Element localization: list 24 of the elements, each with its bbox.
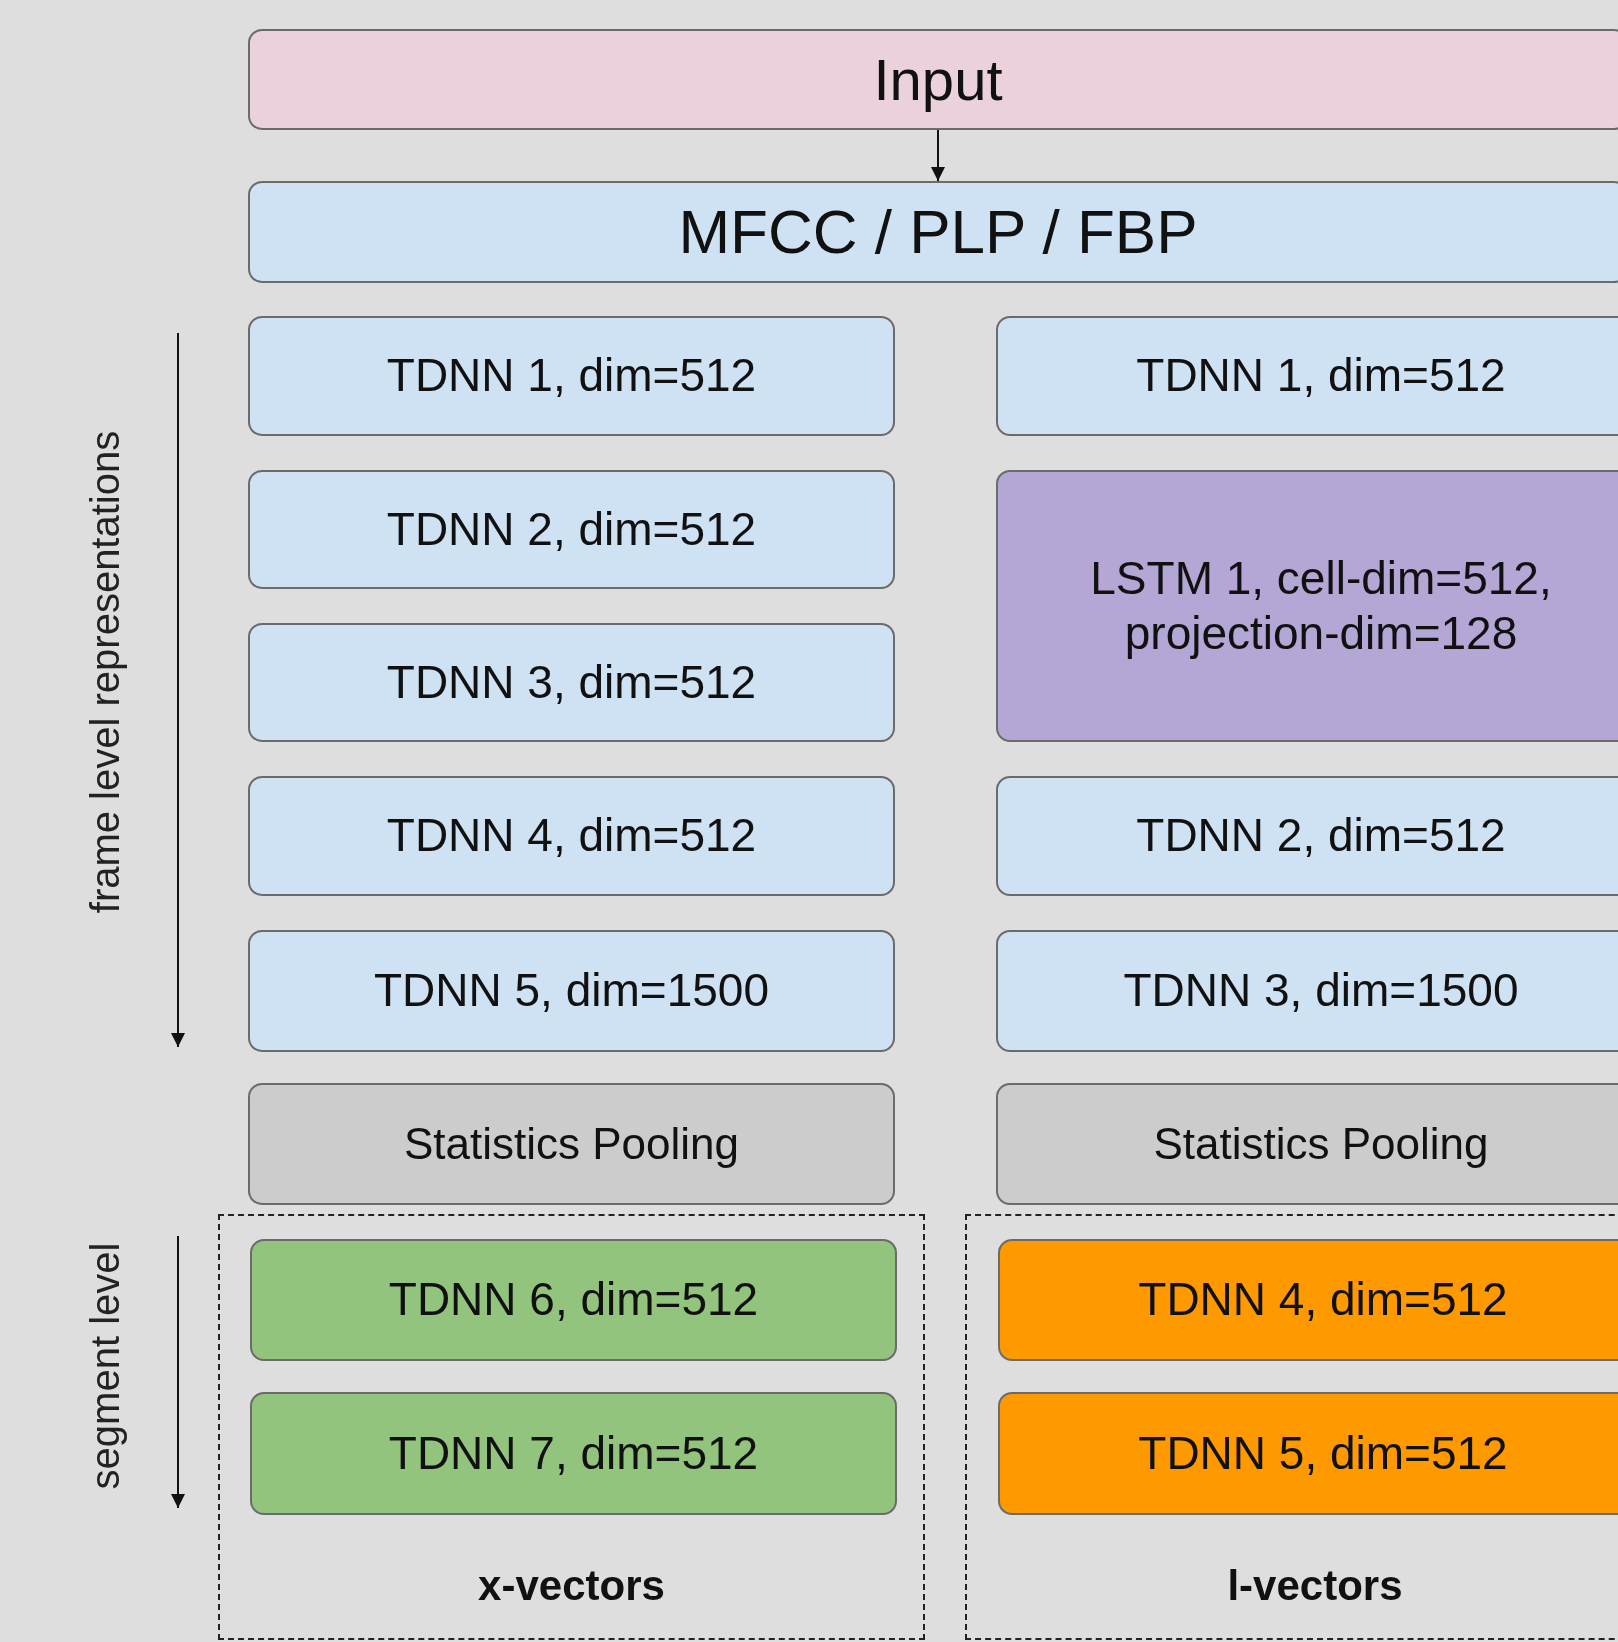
layer-box: TDNN 1, dim=512: [996, 316, 1618, 436]
axis-label: frame level representations: [82, 430, 128, 914]
layer-box: TDNN 7, dim=512: [250, 1392, 897, 1515]
layer-box: TDNN 2, dim=512: [248, 470, 895, 589]
layer-box: TDNN 4, dim=512: [248, 776, 895, 896]
layer-box: TDNN 3, dim=1500: [996, 930, 1618, 1052]
group-label: l-vectors: [1226, 1562, 1404, 1610]
layer-box: TDNN 4, dim=512: [998, 1239, 1618, 1361]
layer-box: TDNN 1, dim=512: [248, 316, 895, 436]
layer-box: MFCC / PLP / FBP: [248, 181, 1618, 283]
layer-box: LSTM 1, cell-dim=512, projection-dim=128: [996, 470, 1618, 742]
dashed-group-frame: [218, 1214, 925, 1640]
layer-box: Input: [248, 29, 1618, 130]
dashed-group-frame: [965, 1214, 1618, 1640]
layer-box: TDNN 5, dim=512: [998, 1392, 1618, 1515]
layer-box: TDNN 3, dim=512: [248, 623, 895, 742]
layer-box: Statistics Pooling: [996, 1083, 1618, 1205]
layer-box: TDNN 6, dim=512: [250, 1239, 897, 1361]
layer-box: TDNN 2, dim=512: [996, 776, 1618, 896]
group-label: x-vectors: [477, 1562, 666, 1610]
layer-box: Statistics Pooling: [248, 1083, 895, 1205]
axis-label: segment level: [82, 1242, 128, 1490]
layer-box: TDNN 5, dim=1500: [248, 930, 895, 1052]
arrow: [931, 129, 945, 182]
